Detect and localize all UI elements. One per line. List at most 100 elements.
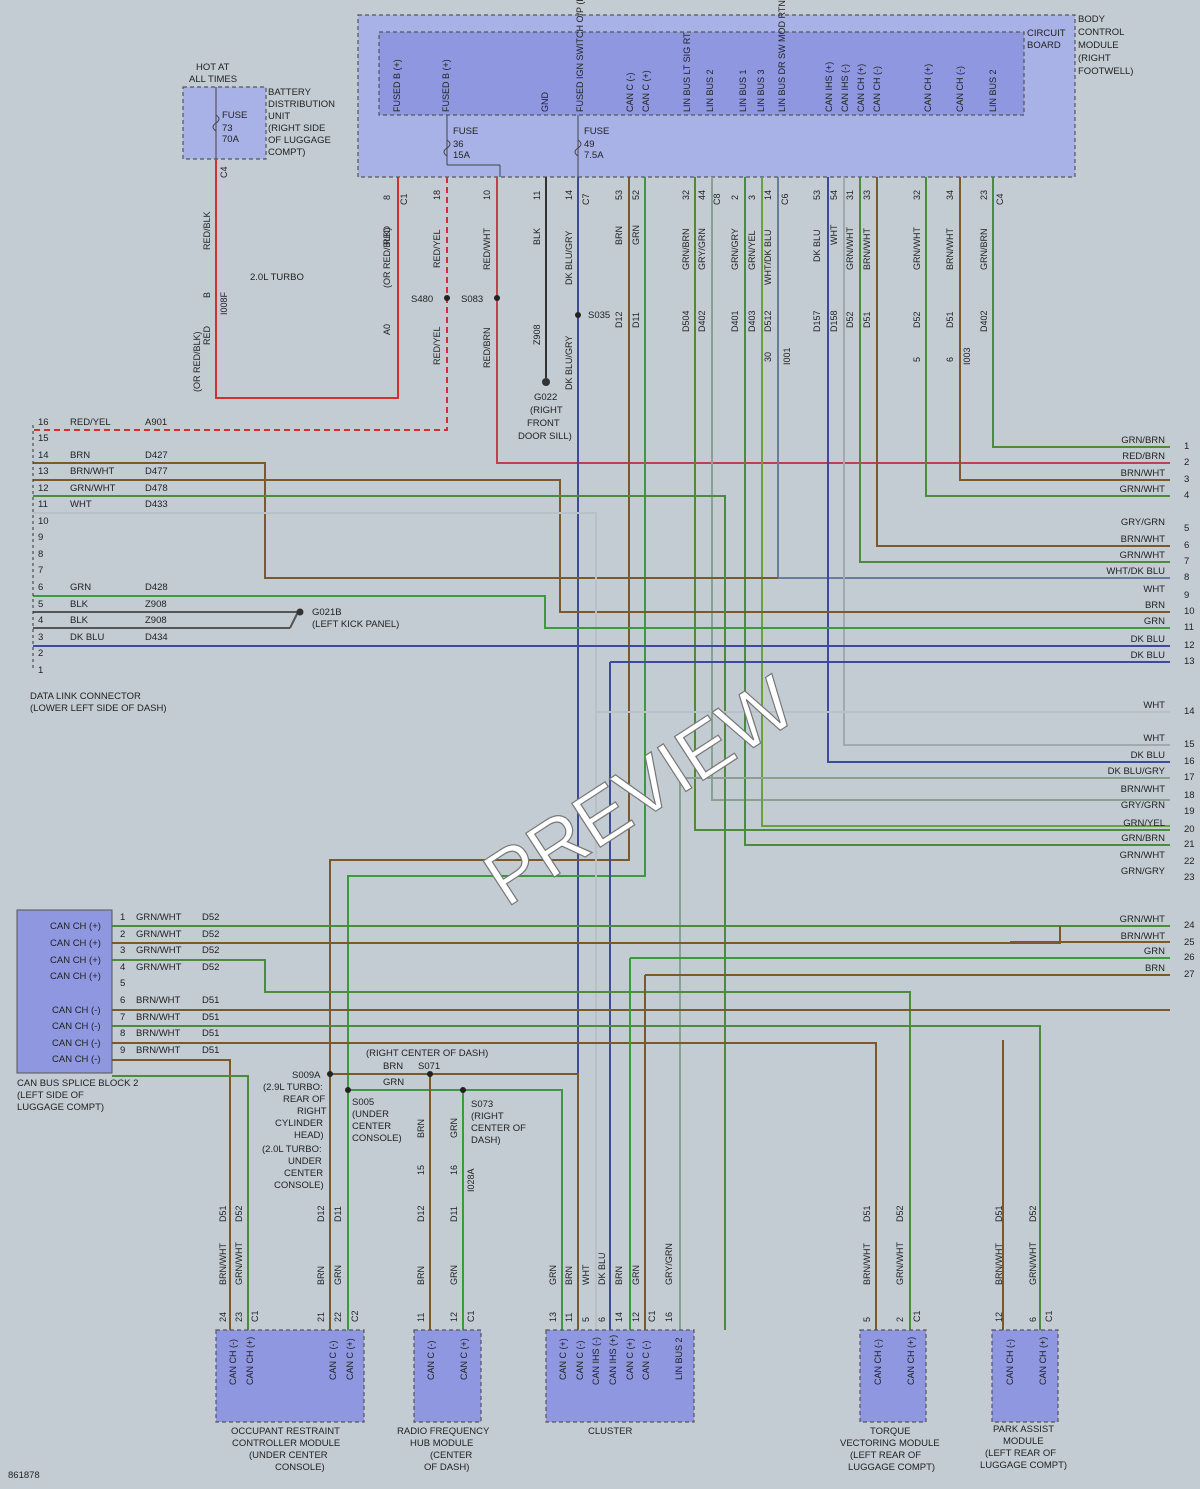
cav-11: 11 (532, 191, 542, 200)
right-wire-color-13: DK BLU (1131, 650, 1165, 661)
dlc-pin-12: 12 (38, 483, 49, 494)
bcm-pin-lin-lt: LIN BUS LT SIG RT (682, 32, 692, 112)
sb-circ-3: D52 (202, 945, 219, 956)
pam-circ-d52: D52 (1028, 1205, 1038, 1222)
data-link-connector[interactable]: 16 15 14 13 12 11 10 9 8 7 6 5 4 3 2 1 R… (30, 417, 168, 714)
dlc-pin-16: 16 (38, 417, 49, 428)
right-wire-color-21: GRN/BRN (1121, 833, 1165, 844)
bcm-pin-can-ch-minus-2: CAN CH (-) (955, 66, 965, 112)
can-bus-splice-block-2[interactable]: CAN CH (+) CAN CH (+) CAN CH (+) CAN CH … (16, 909, 219, 1113)
inline-cav-5: 5 (912, 357, 922, 362)
sb-pin-7: 7 (120, 1012, 125, 1023)
right-wire-color-10: BRN (1145, 600, 1165, 611)
pam-conn-c1: C1 (1044, 1310, 1054, 1322)
dlc-pin-1: 1 (38, 665, 43, 676)
dlc-pin-5: 5 (38, 599, 43, 610)
bdu-title-1: BATTERY (268, 87, 312, 98)
orc-wire-grnwht: GRN/WHT (234, 1242, 244, 1285)
right-wire-color-26: GRN (1144, 946, 1165, 957)
sb-pin-4: 4 (120, 962, 125, 973)
sb-circ-9: D51 (202, 1045, 219, 1056)
torque-vectoring-module[interactable]: CAN CH (-) CAN CH (+) 5 2 C1 BRN/WHT GRN… (840, 1205, 940, 1473)
circuit-board-label-1: CIRCUIT (1027, 28, 1066, 39)
cluster-wire-brn-2: BRN (614, 1266, 624, 1285)
dlc-pin-15: 15 (38, 433, 49, 444)
wlbl-grnwht-2: GRN/WHT (912, 227, 922, 270)
g022-label: G022 (534, 392, 557, 403)
pam-cav-12: 12 (994, 1312, 1004, 1322)
tvm-circ-d52: D52 (895, 1205, 905, 1222)
dlc-circ-16: A901 (145, 417, 167, 428)
bcm-pin-fused-b-1: FUSED B (+) (392, 59, 402, 112)
park-assist-module[interactable]: CAN CH (-) CAN CH (+) 12 6 C1 BRN/WHT GR… (980, 1205, 1067, 1471)
g021b-label: G021B (312, 607, 342, 618)
bcm-fuse-49: FUSE 49 7.5A (574, 115, 609, 177)
fuse73-label: FUSE (222, 110, 247, 121)
inline-i001: I001 (782, 347, 792, 365)
bdu-red: RED (202, 325, 212, 345)
bcm-pin-can-ch-minus-1: CAN CH (-) (872, 66, 882, 112)
sb-label-3: CAN CH (+) (50, 955, 101, 966)
fuse49-label: FUSE (584, 126, 609, 137)
cluster-cav-12: 12 (631, 1312, 641, 1322)
s005-l2: CENTER (352, 1121, 391, 1132)
bcm-cavities: 8 C1 18 10 11 14 C7 53 52 32 44 C8 2 3 1… (382, 190, 1005, 205)
wlbl-grngry: GRN/GRY (730, 228, 740, 270)
bcm-wire-labels: RED RED/YEL RED/WHT BLK DK BLU/GRY BRN G… (382, 224, 989, 335)
conn-c8: C8 (712, 193, 722, 205)
wlbl-dkblu: DK BLU (812, 229, 822, 262)
bdu-cav-b: B (202, 292, 212, 298)
s071-note: (RIGHT CENTER OF DASH) (366, 1048, 488, 1059)
dlc-title: DATA LINK CONNECTOR (30, 691, 141, 702)
conn-c1: C1 (399, 193, 409, 205)
sb-label-9: CAN CH (-) (52, 1054, 101, 1065)
dlc-wire-6: GRN (70, 582, 91, 593)
cluster-wire-brn: BRN (564, 1266, 574, 1285)
right-wire-num-5: 5 (1184, 523, 1189, 534)
cav-32b: 32 (912, 190, 922, 200)
wire-redbrn-lower: RED/BRN (482, 327, 492, 368)
right-wire-color-18: BRN/WHT (1121, 784, 1166, 795)
bdu-title-5: OF LUGGAGE (268, 135, 331, 146)
ground-g021b: G021B (LEFT KICK PANEL) (289, 607, 399, 630)
rfh-pin-1: CAN C (-) (426, 1341, 436, 1381)
circ-d51-1: D51 (862, 311, 872, 328)
occupant-restraint-controller-module[interactable]: CAN CH (-) CAN CH (+) CAN C (-) CAN C (+… (215, 1205, 365, 1473)
right-wire-num-11: 11 (1184, 622, 1194, 633)
s005-l3: CONSOLE) (352, 1133, 402, 1144)
bcm-pin-fused-b-2: FUSED B (+) (441, 59, 451, 112)
battery-distribution-unit[interactable]: HOT AT ALL TIMES FUSE 73 70A BATTERY DIS… (182, 62, 335, 392)
cluster-conn-c1: C1 (647, 1310, 657, 1322)
circ-d403: D403 (747, 310, 757, 332)
bdu-or-redblk: (OR RED/BLK) (192, 331, 202, 392)
tvm-title-4: LUGGAGE COMPT) (848, 1462, 935, 1473)
radio-frequency-hub-module[interactable]: CAN C (-) CAN C (+) 11 12 C1 BRN GRN D12… (397, 1205, 490, 1473)
right-wire-color-24: GRN/WHT (1120, 914, 1166, 925)
rfh-title-1: RADIO FREQUENCY (397, 1426, 490, 1437)
orc-conn-c2: C2 (350, 1310, 360, 1322)
orc-cav-24: 24 (218, 1312, 228, 1322)
bcm-pin-lin-1: LIN BUS 1 (738, 69, 748, 112)
right-wire-num-17: 17 (1184, 772, 1195, 783)
cluster-pin-2: CAN C (-) (575, 1341, 585, 1381)
fuse73-rating: 70A (222, 134, 240, 145)
cav-44: 44 (697, 190, 707, 200)
dlc-circ-14: D427 (145, 450, 168, 461)
cav-8: 8 (382, 195, 392, 200)
sb-label-2: CAN CH (+) (50, 938, 101, 949)
right-wire-num-21: 21 (1184, 839, 1195, 850)
wlbl-red: RED (382, 225, 392, 245)
bdu-conn-c4: C4 (219, 166, 229, 178)
s009a-label: S009A (292, 1070, 321, 1081)
right-wire-num-20: 20 (1184, 824, 1195, 835)
circ-d11: D11 (631, 312, 641, 328)
orc-title-3: (UNDER CENTER (249, 1450, 328, 1461)
sb-label-7: CAN CH (-) (52, 1021, 101, 1032)
circ-d401: D401 (730, 310, 740, 332)
body-control-module[interactable]: BODY CONTROL MODULE (RIGHT FOOTWELL) CIR… (357, 14, 1133, 178)
sb-location-2: LUGGAGE COMPT) (17, 1102, 104, 1113)
circ-d512: D512 (763, 310, 773, 332)
bcm-pin-can-ihs-minus: CAN IHS (-) (840, 64, 850, 112)
instrument-cluster[interactable]: CAN C (+) CAN C (-) CAN IHS (-) CAN IHS … (545, 1243, 695, 1437)
